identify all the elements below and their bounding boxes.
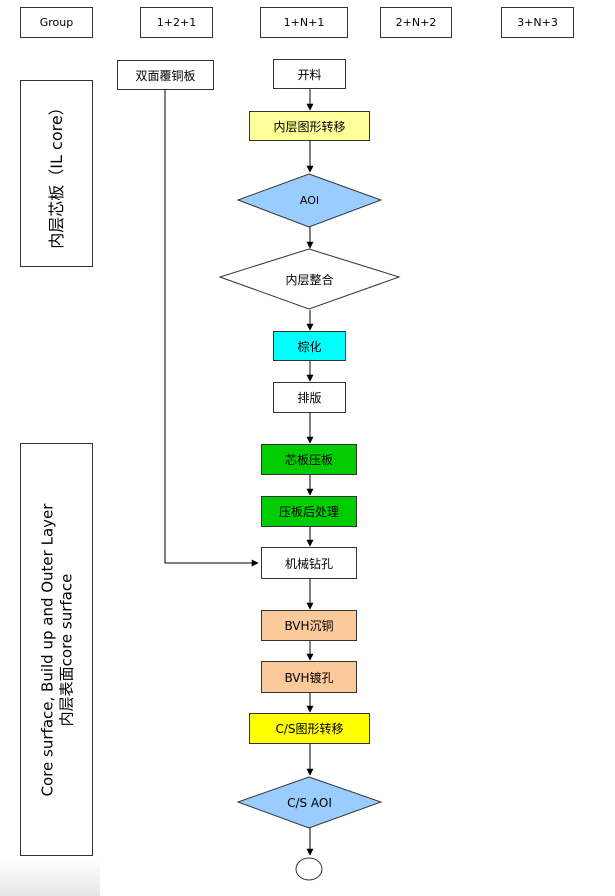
bvh-plating-step: BVH镀孔 [261,661,357,693]
double-clad-board-step: 双面覆铜板 [117,60,214,90]
core-press-step: 芯板压板 [261,444,357,475]
inner-integration-diamond [218,248,401,310]
cut-step: 开料 [273,59,346,89]
cs-pattern-transfer-step: C/S图形转移 [249,713,370,744]
bvh-pth-step: BVH沉铜 [261,610,357,641]
outer-layer-label-en: Core surface, Build up and Outer Layer [37,503,56,796]
arrow-double-clad-to-drill [164,90,259,567]
il-core-label: 内层芯板（IL core） [46,98,66,249]
post-press-step: 压板后处理 [261,496,357,527]
header-3-n-3: 3+N+3 [501,7,574,38]
inner-pattern-transfer-step: 内层图形转移 [249,111,370,141]
header-1-2-1: 1+2+1 [140,7,213,38]
header-1-n-1: 1+N+1 [260,7,348,38]
aoi-diamond [236,173,383,228]
end-circle [295,857,323,881]
header-group: Group [20,7,93,38]
outer-layer-label-zh: 内层表面core surface [56,573,75,726]
group-outer-layer: Core surface, Build up and Outer Layer 内… [20,443,93,856]
bottom-fade [0,860,100,896]
group-il-core: 内层芯板（IL core） [20,80,93,267]
header-2-n-2: 2+N+2 [380,7,452,38]
brown-oxide-step: 棕化 [273,331,346,361]
mechanical-drill-step: 机械钻孔 [261,547,357,579]
layup-step: 排版 [273,382,346,413]
cs-aoi-diamond [236,776,383,829]
